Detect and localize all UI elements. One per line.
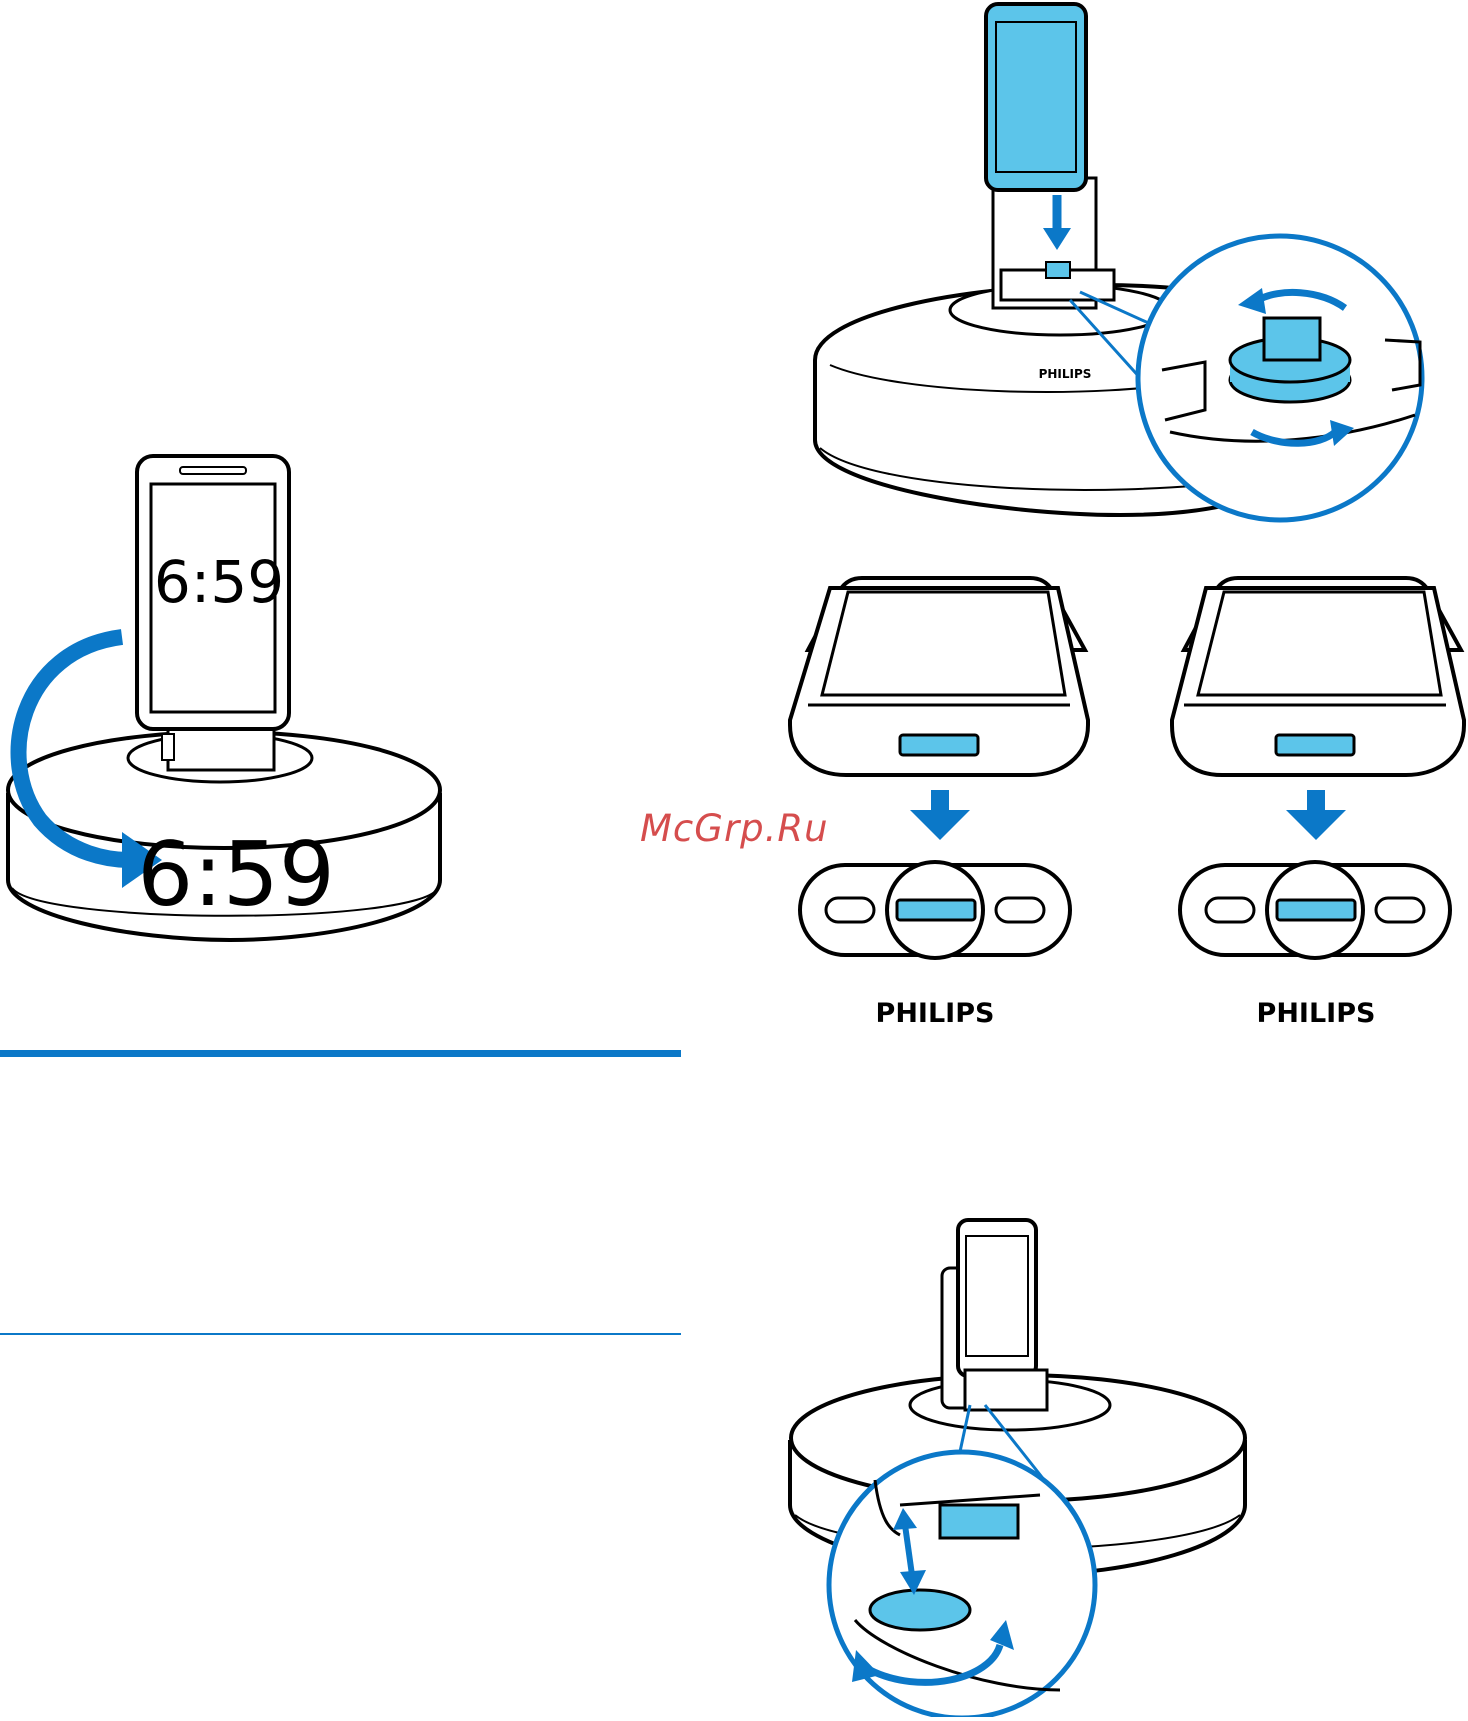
arrow-down-icon xyxy=(910,810,970,840)
height-adjust-illustration xyxy=(790,1220,1245,1717)
connector-orientation-right xyxy=(1172,578,1464,958)
brand-label-right: PHILIPS xyxy=(1257,998,1376,1029)
base-clock-display: 6:59 xyxy=(137,823,335,926)
section-divider-thin xyxy=(0,1333,681,1335)
dock-brand-logo: PHILIPS xyxy=(1039,367,1092,381)
section-divider-thick xyxy=(0,1050,681,1057)
phone-clock-display: 6:59 xyxy=(154,548,284,616)
arrow-down-icon xyxy=(1286,810,1346,840)
phone-insertion-illustration xyxy=(815,4,1422,520)
brand-label-left: PHILIPS xyxy=(876,998,995,1029)
watermark: McGrp.Ru xyxy=(640,807,829,850)
connector-orientation-left xyxy=(790,578,1088,958)
